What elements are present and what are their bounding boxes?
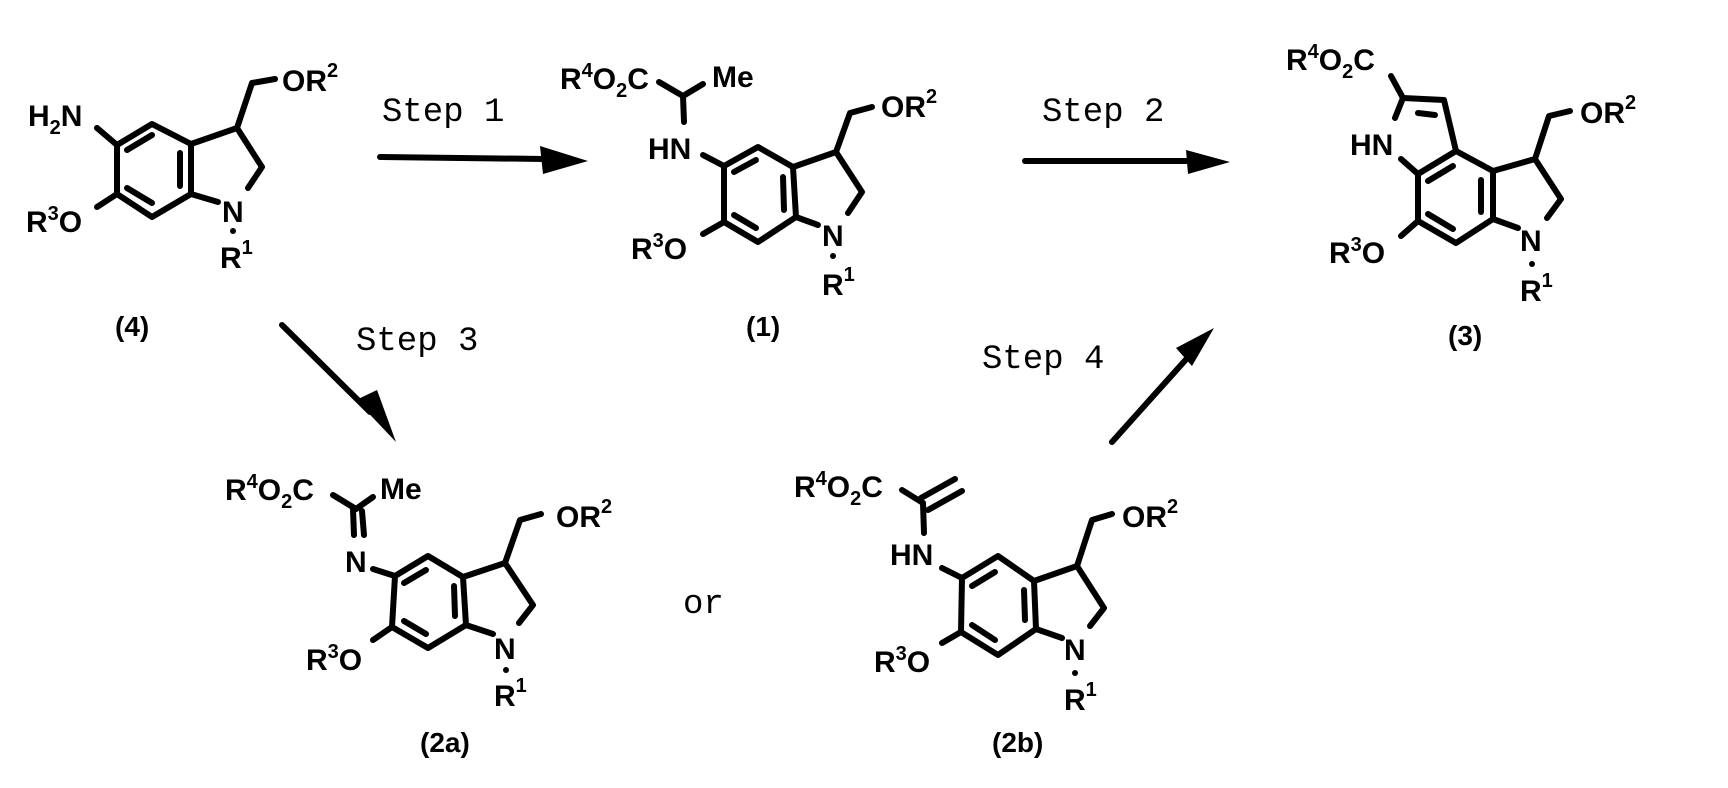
r3o-label: R3O — [874, 643, 930, 679]
or2-label: OR2 — [556, 496, 612, 534]
r1-label: R1 — [1520, 270, 1553, 308]
ester-label: R4O2C — [560, 60, 649, 102]
ester-label: R4O2C — [225, 471, 314, 513]
compound-1: R4O2C Me HN R3O N R1 OR2 (1) — [560, 60, 937, 342]
or2-label: OR2 — [881, 86, 937, 124]
or2-label: OR2 — [1580, 92, 1636, 130]
step-2-arrow: Step 2 — [1022, 94, 1230, 174]
or2-label: OR2 — [1122, 496, 1178, 534]
step-2-label: Step 2 — [1042, 94, 1164, 132]
imine-n-label: N — [345, 546, 367, 579]
hn-label: HN — [1350, 129, 1393, 162]
or-connector: or — [683, 586, 724, 624]
step-1-label: Step 1 — [382, 94, 504, 132]
ring-n-label: N — [822, 220, 844, 253]
r1-label: R1 — [220, 237, 253, 275]
compound-4: H2N R3O N R1 OR2 (4) — [26, 60, 338, 342]
ester-label: R4O2C — [794, 468, 883, 510]
r3o-label: R3O — [306, 641, 362, 677]
compound-label-2b: (2b) — [992, 727, 1043, 758]
ester-label: R4O2C — [1286, 41, 1375, 83]
compound-label-2a: (2a) — [420, 727, 470, 758]
ring-n-label: N — [1064, 634, 1086, 667]
step-4-arrow: Step 4 — [982, 328, 1214, 445]
compound-3: R4O2C HN R3O N R1 OR2 (3) — [1286, 41, 1636, 351]
compound-label-4: (4) — [115, 311, 149, 342]
methyl-label: Me — [712, 61, 754, 94]
ring-n-label: N — [222, 196, 244, 229]
r3o-label: R3O — [631, 230, 687, 266]
methyl-label: Me — [380, 473, 422, 506]
r3o-label: R3O — [1329, 234, 1385, 270]
r1-label: R1 — [822, 264, 855, 302]
hn-label: HN — [890, 539, 933, 572]
ring-n-label: N — [1520, 225, 1542, 258]
compound-label-3: (3) — [1448, 320, 1482, 351]
compound-2a: R4O2C Me N R3O N R1 OR2 (2a) — [225, 471, 612, 758]
compound-label-1: (1) — [746, 311, 780, 342]
hn-label: HN — [648, 133, 691, 166]
r3o-label: R3O — [26, 203, 82, 239]
amine-label: H2N — [28, 100, 82, 139]
or2-label: OR2 — [282, 60, 338, 98]
step-1-arrow: Step 1 — [377, 94, 588, 174]
compound-2b: R4O2C HN R3O N R1 OR2 (2b) — [794, 468, 1178, 758]
step-4-label: Step 4 — [982, 341, 1104, 379]
r1-label: R1 — [494, 675, 527, 713]
step-3-label: Step 3 — [356, 323, 478, 361]
r1-label: R1 — [1064, 679, 1097, 717]
ring-n-label: N — [494, 633, 516, 666]
step-3-arrow: Step 3 — [279, 322, 478, 442]
